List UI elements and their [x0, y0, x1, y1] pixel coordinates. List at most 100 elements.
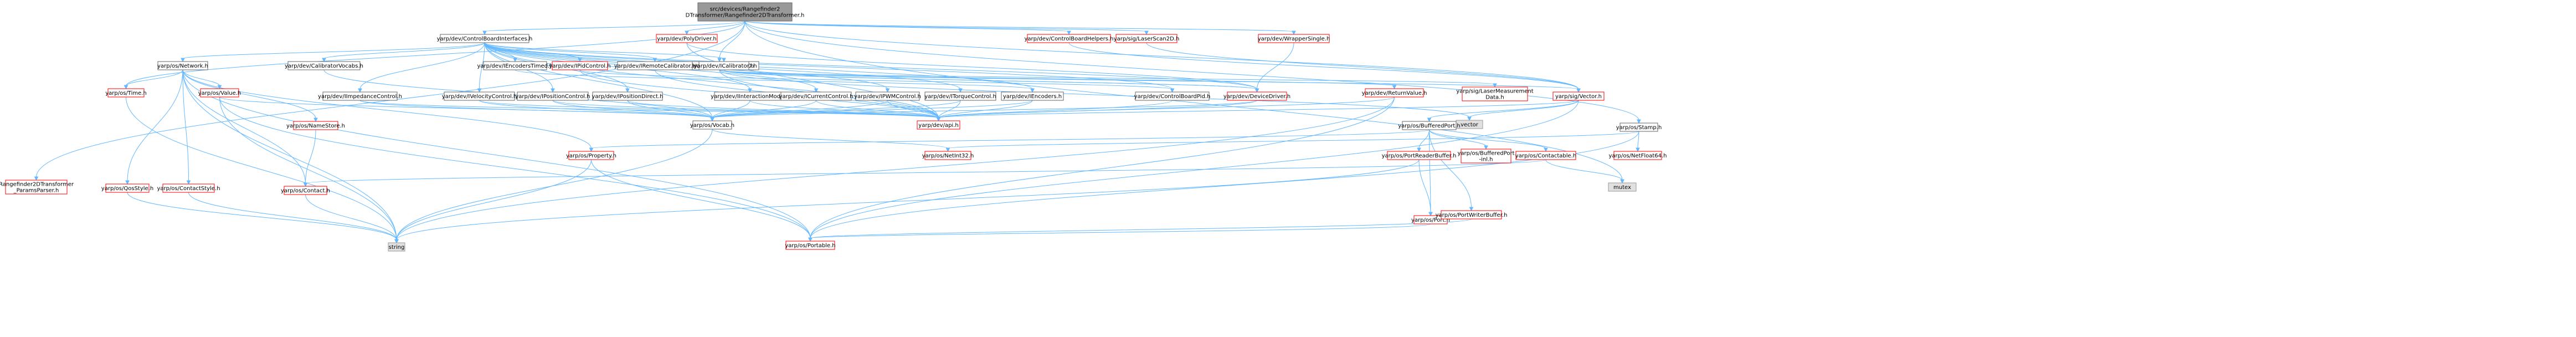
edge-sigvector-to-buffport: [1427, 100, 1579, 122]
node-box: [1001, 91, 1064, 101]
edge-network-to-valueh: [182, 69, 222, 90]
edge-root-to-cbhelpers: [744, 21, 1071, 35]
node-mutex[interactable]: mutex: [1608, 182, 1637, 192]
node-label: yarp/dev/ControlBoardHelpers.h: [1025, 36, 1114, 42]
node-buffport[interactable]: yarp/os/BufferedPort.h: [1398, 121, 1461, 130]
node-label: yarp/dev/ITorqueControl.h: [924, 94, 996, 100]
node-wrapsingle[interactable]: yarp/dev/WrapperSingle.h: [1258, 34, 1330, 43]
node-portreader[interactable]: yarp/os/PortReaderBuffer.h: [1382, 151, 1457, 160]
node-posctrl[interactable]: yarp/dev/IPositionControl.h: [515, 91, 590, 101]
node-velctrl[interactable]: yarp/dev/IVelocityControl.h: [442, 91, 517, 101]
node-cbhelpers[interactable]: yarp/dev/ControlBoardHelpers.h: [1025, 34, 1114, 43]
node-label: yarp/os/Value.h: [198, 90, 241, 96]
node-calibvocabs[interactable]: yarp/dev/CalibratorVocabs.h: [285, 61, 363, 70]
node-portwriter[interactable]: yarp/os/PortWriterBuffer.h: [1436, 210, 1508, 219]
node-valueh[interactable]: yarp/os/Value.h: [198, 88, 241, 98]
node-box: [105, 183, 150, 193]
node-buffportinl[interactable]: yarp/os/BufferedPort-inl.h: [1457, 149, 1515, 164]
node-devapi[interactable]: yarp/dev/api.h: [917, 120, 960, 130]
node-remcalib[interactable]: yarp/dev/IRemoteCalibrator.h: [614, 61, 696, 70]
node-box: [1441, 210, 1502, 219]
node-label: yarp/dev/ControlBoardInterfaces.h: [437, 36, 533, 42]
edge-network-to-contactstyle: [182, 69, 191, 185]
node-netfloat64[interactable]: yarp/os/NetFloat64.h: [1608, 151, 1667, 160]
node-property[interactable]: yarp/os/Property.h: [566, 151, 616, 160]
node-intmode[interactable]: yarp/dev/IInteractionMode.h: [711, 91, 789, 101]
node-label: Rangefinder2DTransformer: [0, 182, 74, 188]
node-icalib[interactable]: yarp/dev/ICalibrator.h: [694, 61, 754, 70]
node-label: yarp/dev/ICurrentControl.h: [779, 94, 853, 100]
node-label: yarp/sig/Vector.h: [1555, 94, 1602, 100]
node-polydriver[interactable]: yarp/dev/PolyDriver.h: [656, 34, 718, 43]
node-cbpid[interactable]: yarp/dev/ControlBoardPid.h: [1134, 91, 1211, 101]
node-vocab[interactable]: yarp/os/Vocab.h: [690, 120, 734, 130]
node-returnvalue[interactable]: yarp/dev/ReturnValue.h: [1362, 88, 1427, 98]
edge-contact-to-string: [305, 194, 399, 244]
node-timeh[interactable]: yarp/os/Time.h: [105, 88, 147, 98]
node-box: [692, 120, 732, 130]
node-box: [200, 88, 239, 98]
node-box: [568, 151, 614, 160]
node-encoders[interactable]: yarp/dev/IEncoders.h: [1001, 91, 1064, 101]
node-box: [1115, 34, 1178, 43]
node-pwmctrl[interactable]: yarp/dev/IPWMControl.h: [854, 91, 921, 101]
node-sigvector[interactable]: yarp/sig/Vector.h: [1552, 91, 1605, 101]
edge-cbi-to-calibvocabs: [322, 42, 485, 63]
node-porth[interactable]: yarp/os/Port.h: [1411, 215, 1450, 224]
node-box: [1461, 149, 1511, 164]
node-root[interactable]: src/devices/Rangefinder2DTransformer/Ran…: [686, 2, 805, 22]
node-label: yarp/os/NameStore.h: [286, 123, 345, 129]
node-posdirect[interactable]: yarp/dev/IPositionDirect.h: [592, 91, 664, 101]
edge-vocab-to-netint32: [712, 129, 950, 152]
node-network[interactable]: yarp/os/Network.h: [157, 61, 208, 70]
node-box: [517, 91, 589, 101]
node-box: [592, 91, 663, 101]
node-box: [1387, 151, 1451, 160]
node-box: [388, 242, 405, 252]
edge-cbi-to-icalib: [484, 42, 726, 63]
edge-stamp-to-portable: [808, 131, 1639, 242]
node-contactable[interactable]: yarp/os/Contactable.h: [1515, 151, 1576, 160]
node-label: yarp/dev/WrapperSingle.h: [1258, 36, 1330, 42]
edge-buffport-to-property: [589, 129, 1430, 152]
node-label: yarp/os/PortWriterBuffer.h: [1436, 212, 1508, 218]
node-curctrl[interactable]: yarp/dev/ICurrentControl.h: [779, 91, 853, 101]
node-label: yarp/os/Network.h: [157, 63, 208, 69]
node-contactstyle[interactable]: yarp/os/ContactStyle.h: [157, 183, 220, 193]
node-box: [1365, 88, 1424, 98]
node-pidcontrol[interactable]: yarp/dev/IPidControl.h: [549, 61, 611, 70]
node-stamp[interactable]: yarp/os/Stamp.h: [1616, 122, 1662, 132]
edge-cbi-to-network: [181, 42, 485, 63]
node-torque[interactable]: yarp/dev/ITorqueControl.h: [924, 91, 996, 101]
node-box: [924, 151, 971, 160]
node-label: yarp/os/QosStyle.h: [101, 186, 153, 192]
node-enctimed[interactable]: yarp/dev/IEncodersTimed.h: [477, 61, 553, 70]
node-qosstyle[interactable]: yarp/os/QosStyle.h: [101, 183, 153, 193]
node-impctrl[interactable]: yarp/dev/IImpedanceControl.h: [318, 91, 402, 101]
node-laserscan[interactable]: yarp/sig/LaserScan2D.h: [1114, 34, 1180, 43]
node-label: yarp/os/Property.h: [566, 153, 616, 159]
node-portable[interactable]: yarp/os/Portable.h: [785, 241, 836, 250]
node-rf2dparams[interactable]: Rangefinder2DTransformer_ParamsParser.h: [0, 180, 74, 195]
node-netint32[interactable]: yarp/os/NetInt32.h: [922, 151, 974, 160]
edge-root-to-irf2d: [717, 21, 745, 63]
edge-timeh-to-string: [126, 96, 399, 244]
edge-qosstyle-to-string: [127, 192, 399, 244]
edge-porth-to-portable: [808, 223, 1431, 242]
edge-sigvector-to-vector: [1467, 100, 1579, 121]
node-box: [1258, 34, 1330, 43]
node-devdriver[interactable]: yarp/dev/DeviceDriver.h: [1223, 91, 1290, 101]
graph-nodes: src/devices/Rangefinder2DTransformer/Ran…: [0, 2, 1667, 252]
node-label: yarp/os/Contactable.h: [1515, 153, 1576, 159]
node-nameshore[interactable]: yarp/os/NameStore.h: [286, 121, 345, 130]
node-box: [656, 34, 718, 43]
edge-property-to-portable: [591, 159, 813, 242]
node-contact[interactable]: yarp/os/Contact.h: [281, 186, 330, 195]
edge-network-to-timeh: [124, 69, 183, 90]
edge-contactable-to-mutex: [1545, 159, 1624, 184]
node-label: yarp/os/BufferedPort: [1457, 151, 1514, 157]
node-label: yarp/os/Contact.h: [281, 188, 330, 194]
node-cbi[interactable]: yarp/dev/ControlBoardInterfaces.h: [437, 34, 533, 43]
node-string[interactable]: string: [388, 242, 405, 252]
